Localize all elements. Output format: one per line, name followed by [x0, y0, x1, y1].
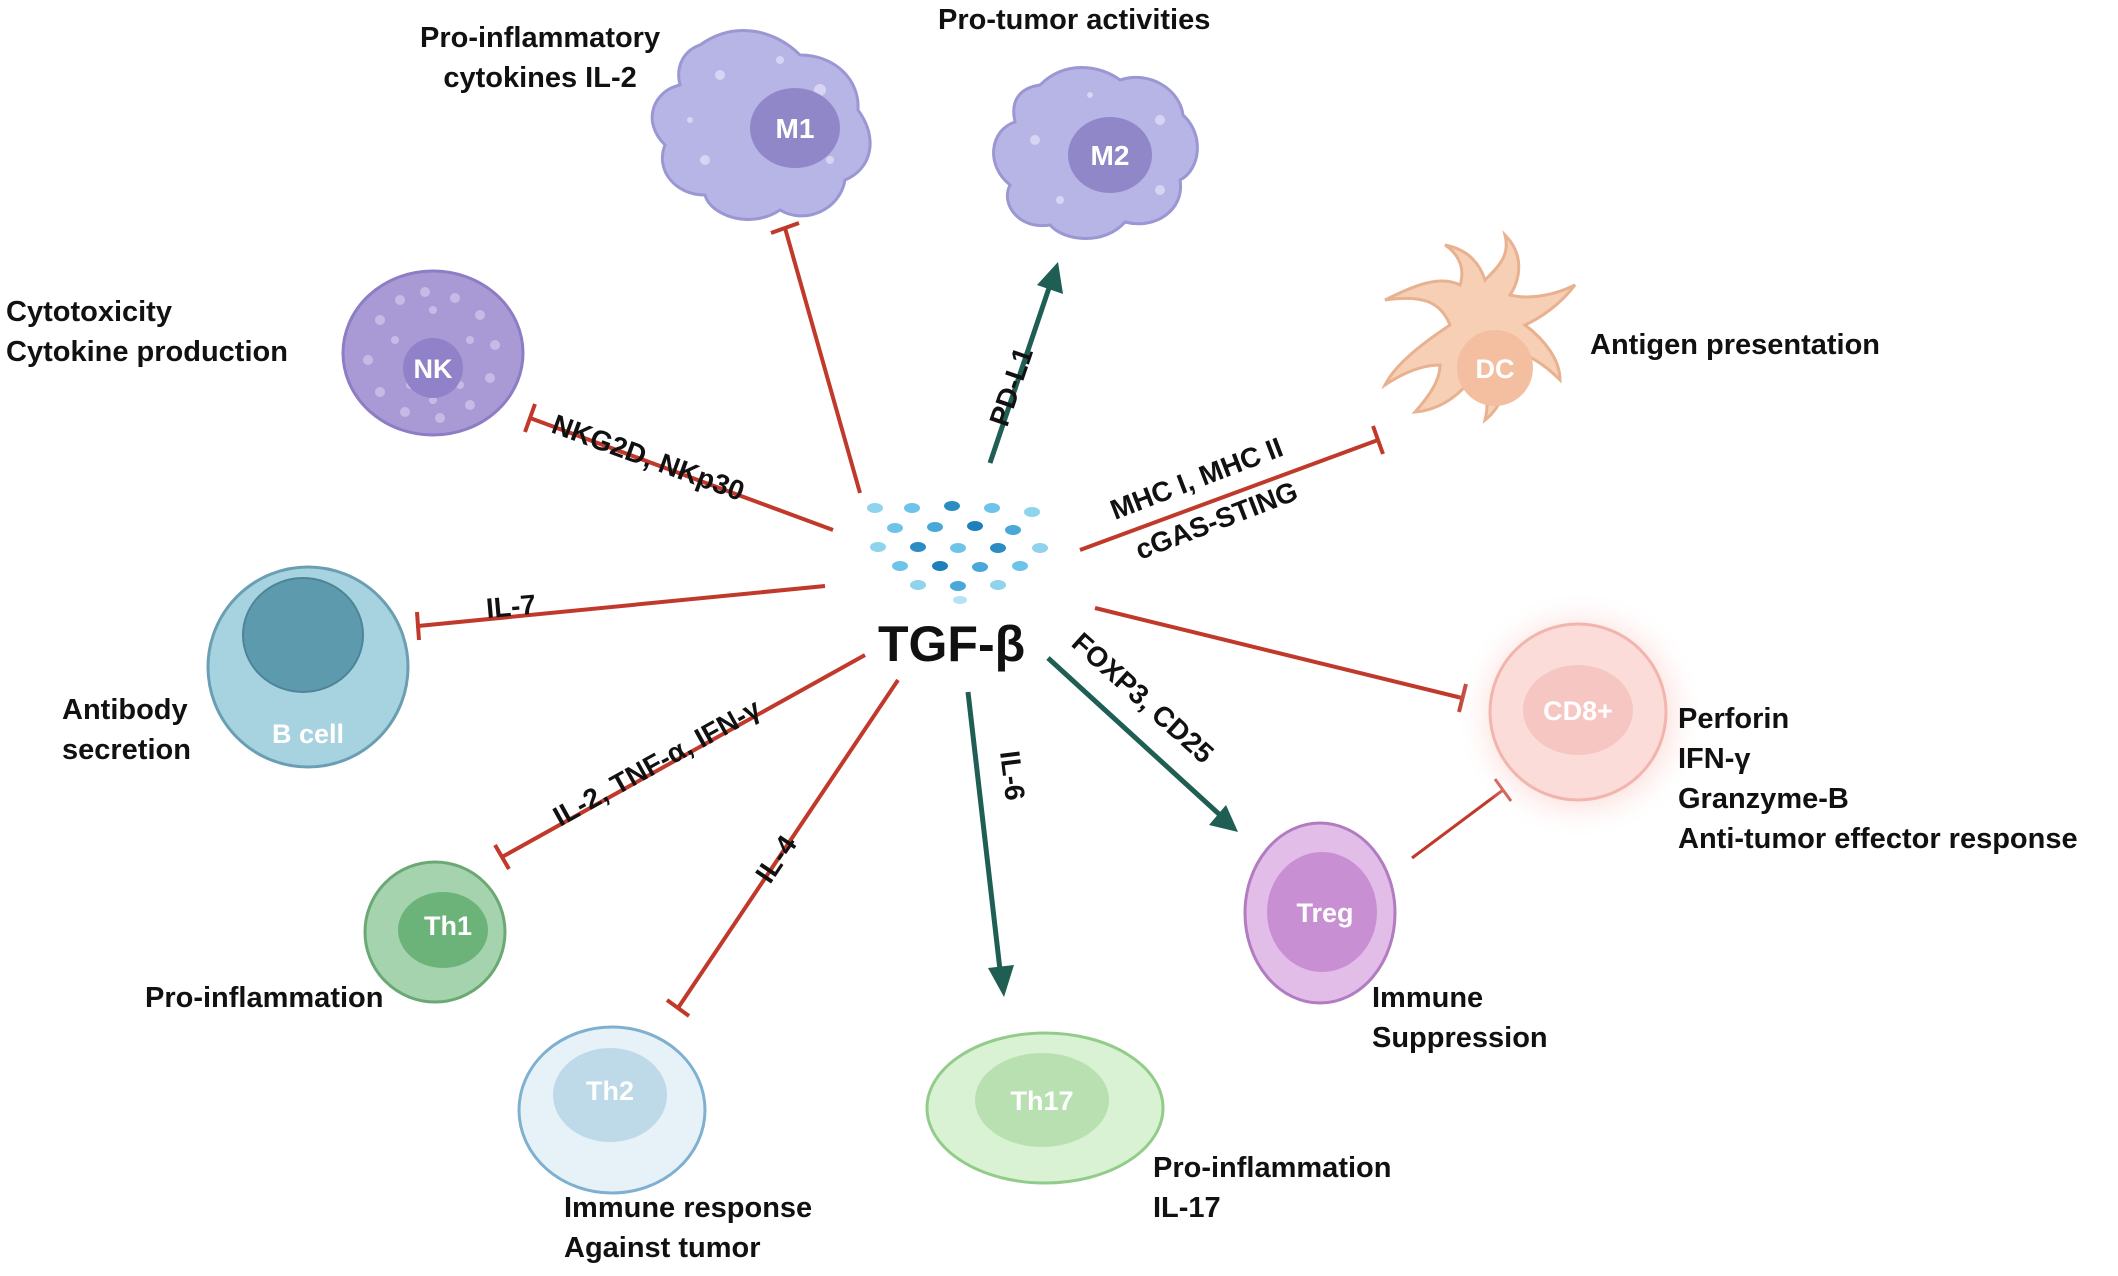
edge-treg — [1046, 656, 1222, 817]
edge-m1 — [783, 227, 862, 494]
edge-m2 — [987, 284, 1053, 464]
cell-th1: Th1 — [363, 860, 507, 1004]
m1-nucleus — [750, 88, 840, 168]
m2-label: M2 — [1091, 140, 1130, 171]
edge-nk — [529, 416, 834, 532]
edge-m2-arrowhead — [1037, 262, 1063, 294]
outcome-treg-line2: Suppression — [1372, 1022, 1548, 1054]
edge-label-th1: IL-2, TNF-α, IFN-γ — [548, 693, 766, 833]
cell-m1: M1 — [650, 29, 872, 221]
bcell-nucleus — [242, 577, 364, 693]
cell-nk: NK — [341, 269, 525, 437]
edge-th17 — [965, 691, 1003, 971]
tgf-beta-label: TGF-β — [878, 616, 1026, 672]
outcome-th2: Immune response Against tumor — [564, 1188, 812, 1268]
treg-nucleus — [1267, 852, 1377, 972]
outcome-cd8-line1: Perforin — [1678, 703, 1790, 735]
outcome-th2-line2: Against tumor — [564, 1232, 761, 1264]
th1-nucleus — [398, 892, 488, 968]
edge-dc — [1079, 438, 1379, 552]
outcome-th2-line1: Immune response — [564, 1192, 813, 1224]
outcome-cd8-line2: IFN-γ — [1678, 743, 1751, 775]
nk-nucleus — [403, 338, 463, 398]
cell-th17: Th17 — [925, 1031, 1165, 1185]
outcome-bcell: Antibody secretion — [62, 690, 191, 770]
edge-label-pdl1: PD-L1 — [983, 343, 1039, 430]
outcome-m1: Pro-inflammatory cytokines IL-2 — [420, 18, 660, 98]
edge-label-th17: IL-6 — [994, 749, 1031, 802]
tgf-beta-particles — [867, 501, 1048, 604]
outcome-cd8: Perforin IFN-γ Granzyme-B Anti-tumor eff… — [1678, 699, 2078, 859]
outcome-nk-line2: Cytokine production — [6, 336, 288, 368]
edge-nk-bar — [523, 403, 537, 433]
treg-label: Treg — [1296, 898, 1353, 928]
bcell-label: B cell — [272, 719, 344, 749]
edge-treg-arrowhead — [1209, 805, 1238, 832]
outcome-bcell-line2: secretion — [62, 734, 191, 766]
edge-treg-cd8 — [1411, 788, 1504, 860]
cell-th2: Th2 — [517, 1025, 707, 1195]
edge-cd8 — [1094, 606, 1463, 700]
edge-th2-bar — [665, 998, 691, 1018]
th17-nucleus — [975, 1053, 1109, 1147]
cell-m2: M2 — [992, 66, 1199, 240]
connectors — [415, 221, 1513, 1018]
th1-label: Th1 — [424, 911, 472, 941]
edge-th17-arrowhead — [988, 965, 1014, 997]
outcome-nk: Cytotoxicity Cytokine production — [6, 292, 288, 372]
th2-label: Th2 — [586, 1076, 634, 1106]
cell-dc: DC — [1381, 230, 1577, 424]
outcome-m2: Pro-tumor activities — [938, 0, 1210, 40]
outcome-nk-line1: Cytotoxicity — [6, 296, 172, 328]
edge-th2 — [676, 678, 900, 1010]
edge-label-bcell: IL-7 — [485, 589, 537, 624]
cell-cd8: CD8+ — [1455, 590, 1705, 840]
outcome-th17-line2: IL-17 — [1153, 1192, 1221, 1224]
cell-treg: Treg — [1243, 821, 1397, 1005]
edge-label-th2: IL-4 — [749, 829, 803, 888]
edge-label-nk: NKG2D, NKp30 — [548, 409, 749, 507]
outcome-dc-line1: Antigen presentation — [1590, 329, 1881, 361]
m2-nucleus — [1068, 117, 1152, 193]
cd8-label: CD8+ — [1543, 696, 1613, 726]
cell-bcell: B cell — [206, 565, 410, 769]
cd8-nucleus — [1523, 665, 1633, 755]
th17-label: Th17 — [1010, 1086, 1073, 1116]
edge-bcell-bar — [415, 611, 421, 641]
edge-th1 — [501, 653, 866, 859]
outcome-th17: Pro-inflammation IL-17 — [1153, 1148, 1391, 1228]
nk-label: NK — [414, 354, 453, 384]
outcome-treg: Immune Suppression — [1372, 978, 1548, 1058]
outcome-dc: Antigen presentation — [1590, 325, 1880, 365]
m1-label: M1 — [776, 113, 815, 144]
outcome-th17-line1: Pro-inflammation — [1153, 1152, 1392, 1184]
outcome-treg-line1: Immune — [1372, 982, 1484, 1014]
edge-th1-bar — [493, 843, 511, 871]
dc-label: DC — [1476, 354, 1515, 384]
outcome-m2-line1: Pro-tumor activities — [938, 4, 1211, 36]
outcome-m1-line1: Pro-inflammatory — [420, 22, 661, 54]
dc-nucleus — [1457, 330, 1533, 406]
outcome-cd8-line3: Granzyme-B — [1678, 783, 1849, 815]
edge-bcell — [417, 584, 826, 628]
edge-m1-bar — [770, 221, 800, 235]
outcome-bcell-line1: Antibody — [62, 694, 188, 726]
dc-membrane — [1381, 230, 1577, 424]
outcome-cd8-line4: Anti-tumor effector response — [1678, 823, 2078, 855]
outcome-th1-line1: Pro-inflammation — [145, 982, 384, 1014]
edge-dc-bar — [1371, 425, 1385, 455]
outcome-m1-line2: cytokines IL-2 — [443, 62, 637, 94]
outcome-th1: Pro-inflammation — [145, 978, 383, 1018]
th2-nucleus — [553, 1048, 667, 1142]
